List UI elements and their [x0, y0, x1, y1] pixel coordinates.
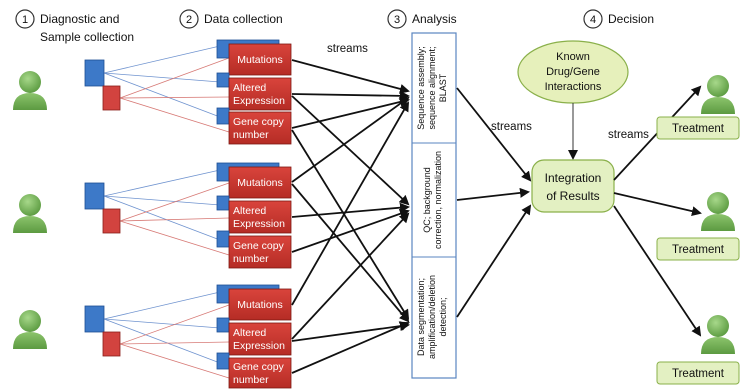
patient-icon	[13, 71, 47, 110]
sample-box-blue	[84, 182, 105, 210]
treatment-label: Treatment	[672, 244, 725, 256]
data-box-label: Gene copy	[233, 361, 285, 373]
integration-text: Integration	[545, 171, 602, 185]
patient-icon	[701, 75, 735, 114]
analysis-text: Data segmentation;	[416, 278, 426, 356]
analysis-text: BLAST	[438, 73, 448, 102]
step-title: Analysis	[412, 12, 457, 26]
data-box-label: number	[233, 253, 269, 265]
treatment-label: Treatment	[672, 123, 725, 135]
data-box-label: Expression	[233, 340, 285, 352]
sample-box-blue	[84, 305, 105, 333]
sample-pair	[84, 59, 121, 111]
step-number: 3	[394, 14, 400, 26]
analysis-text: Sequence assembly;	[416, 46, 426, 130]
analysis-to-integration-arrows	[456, 87, 532, 318]
step-number: 2	[186, 14, 192, 26]
step-header-4: 4 Decision	[583, 9, 654, 29]
analysis-column: Sequence assembly; sequence alignment; B…	[411, 32, 457, 379]
step-title-line2: Sample collection	[40, 30, 134, 44]
step-number-circle	[179, 9, 199, 29]
data-box-label: number	[233, 129, 269, 141]
data-box-expression	[228, 200, 292, 234]
streams-label: streams	[491, 121, 532, 133]
step-number-circle	[387, 9, 407, 29]
analysis-text: correction, normalization	[433, 151, 443, 249]
data-box-label: Altered	[233, 82, 266, 94]
data-box-label: Expression	[233, 95, 285, 107]
data-box-label: Altered	[233, 205, 266, 217]
data-box-mutations	[228, 43, 292, 76]
treatment-box: Treatment	[656, 237, 740, 261]
data-to-analysis-arrows	[291, 59, 410, 374]
data-box-label: Altered	[233, 327, 266, 339]
patient-icon	[701, 192, 735, 231]
step-title: Diagnostic and	[40, 12, 119, 26]
sample-box-red	[102, 208, 121, 234]
treatment-box: Treatment	[656, 116, 740, 140]
data-box-label: Mutations	[237, 54, 283, 66]
data-box-label: number	[233, 374, 269, 386]
sample-pair	[84, 182, 121, 234]
sample-connectors	[103, 45, 230, 379]
treatment-box: Treatment	[656, 361, 740, 385]
patient-icon	[701, 315, 735, 354]
sample-box-red	[102, 85, 121, 111]
step-number-circle	[583, 9, 603, 29]
sample-pair	[84, 305, 121, 357]
analysis-text: amplification/deletion	[427, 275, 437, 359]
step-header-1: 1 Diagnostic and Sample collection	[15, 9, 134, 44]
analysis-box-sequence: Sequence assembly; sequence alignment; B…	[416, 46, 448, 130]
treatment-label: Treatment	[672, 368, 725, 380]
step-header-3: 3 Analysis	[387, 9, 457, 29]
data-box-copy-number	[228, 357, 292, 389]
step-number: 1	[22, 14, 28, 26]
integration-box: Integration of Results	[531, 159, 615, 213]
data-box-copy-number	[228, 235, 292, 269]
data-box-expression	[228, 77, 292, 111]
analysis-text: sequence alignment;	[427, 46, 437, 129]
step-header-2: 2 Data collection	[179, 9, 283, 29]
data-box-label: Mutations	[237, 299, 283, 311]
patient-icon	[13, 194, 47, 233]
data-box-label: Mutations	[237, 177, 283, 189]
known-text: Known	[556, 51, 590, 63]
known-text: Interactions	[545, 81, 602, 93]
data-box-label: Gene copy	[233, 116, 285, 128]
data-box-label: Expression	[233, 218, 285, 230]
data-collection-group: Mutations Altered Expression Gene copy n…	[216, 162, 292, 269]
sample-box-blue	[84, 59, 105, 87]
integration-text: of Results	[546, 189, 599, 203]
data-box-copy-number	[228, 111, 292, 145]
data-collection-group: Mutations Altered Expression Gene copy n…	[216, 284, 292, 389]
analysis-text: QC; background	[422, 167, 432, 233]
analysis-text: detection;	[438, 297, 448, 336]
data-box-mutations	[228, 166, 292, 199]
analysis-box-qc: QC; background correction, normalization	[422, 151, 443, 249]
streams-label: streams	[608, 129, 649, 141]
patient-icon	[13, 310, 47, 349]
data-box-expression	[228, 322, 292, 356]
known-interactions: Known Drug/Gene Interactions	[517, 40, 629, 104]
data-box-mutations	[228, 288, 292, 321]
step-title: Decision	[608, 12, 654, 26]
data-collection-group: Mutations Altered Expression Gene copy n…	[216, 39, 292, 145]
streams-label: streams	[327, 43, 368, 55]
known-text: Drug/Gene	[546, 66, 600, 78]
sample-box-red	[102, 331, 121, 357]
step-title: Data collection	[204, 12, 283, 26]
step-number-circle	[15, 9, 35, 29]
data-box-label: Gene copy	[233, 240, 285, 252]
analysis-box-segmentation: Data segmentation; amplification/deletio…	[416, 275, 448, 359]
step-number: 4	[590, 14, 596, 26]
